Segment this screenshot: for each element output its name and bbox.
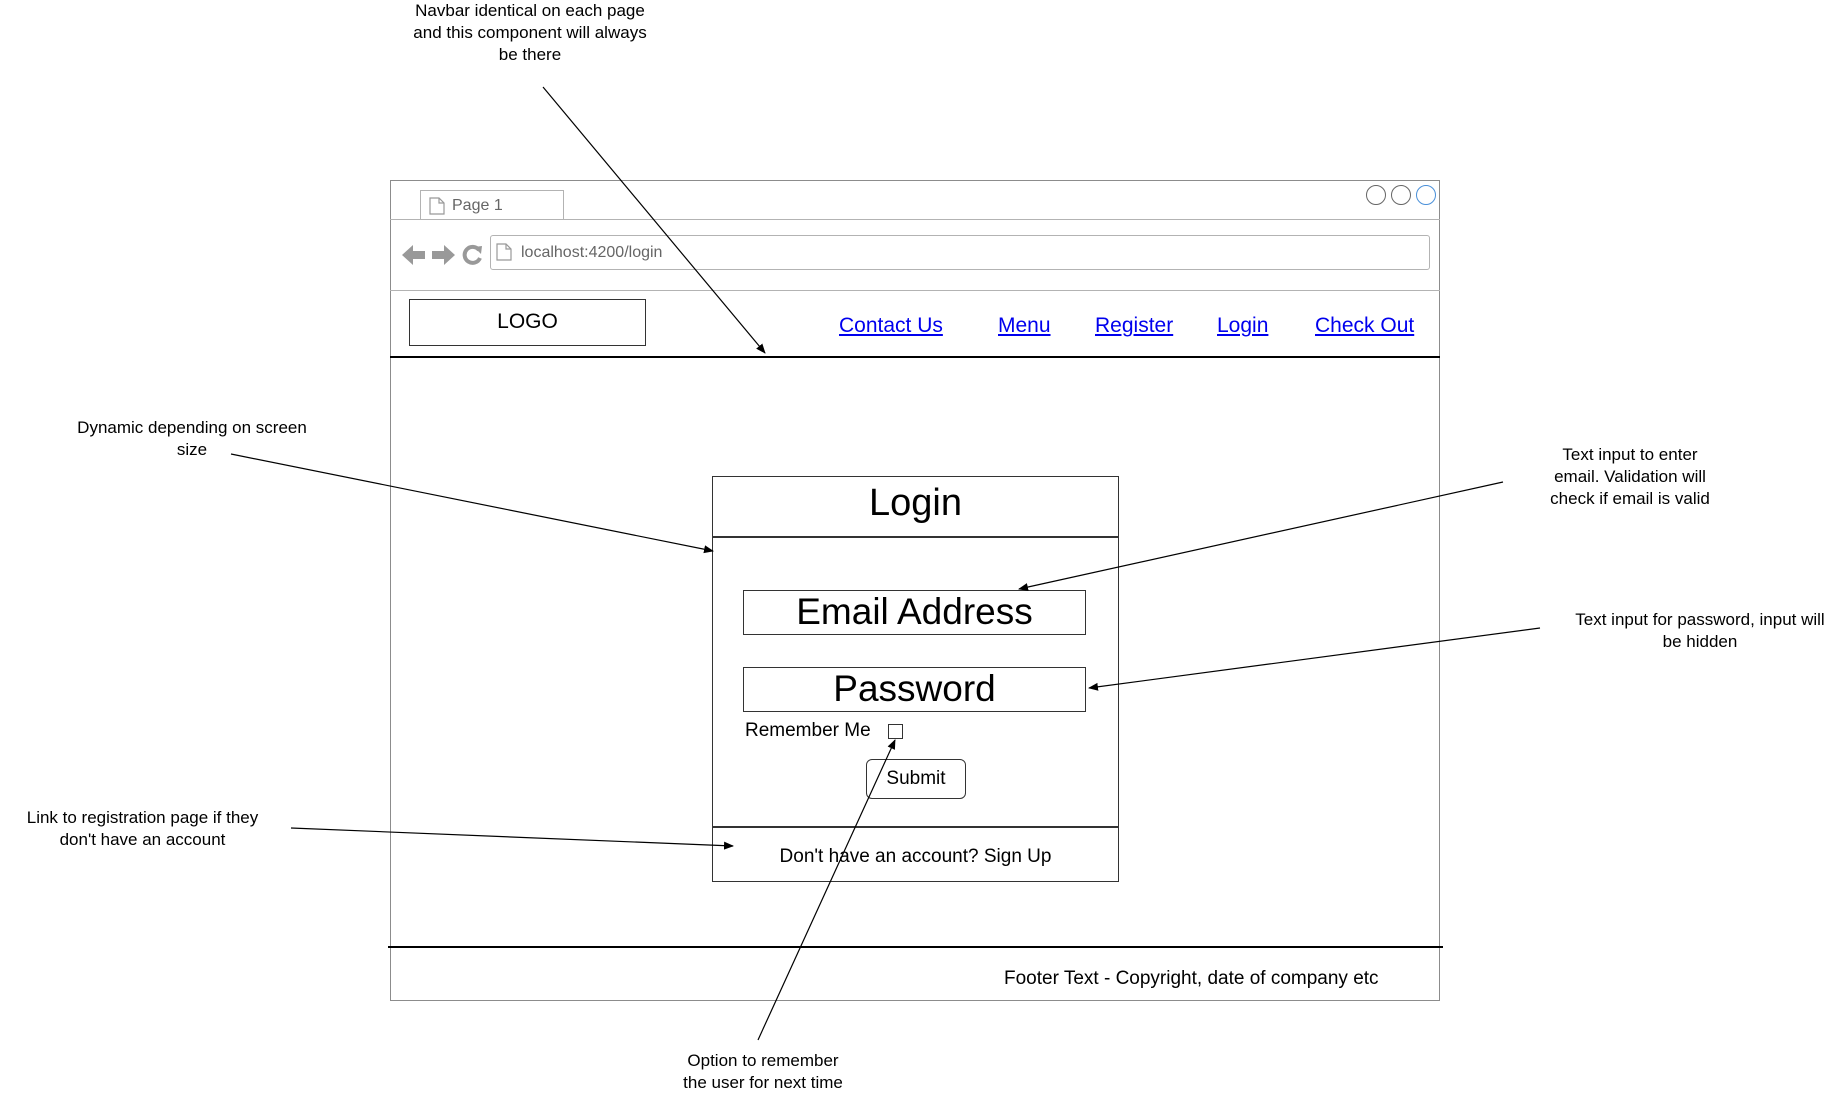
annotation-line: and this component will always — [413, 23, 647, 42]
email-field[interactable]: Email Address — [743, 590, 1086, 635]
annotation-navbar: Navbar identical on each page and this c… — [380, 0, 680, 66]
annotation-line: Navbar identical on each page — [415, 1, 645, 20]
submit-button[interactable]: Submit — [866, 759, 966, 799]
login-title: Login — [869, 482, 962, 524]
annotation-line: Text input to enter — [1562, 445, 1698, 464]
card-divider — [712, 826, 1119, 828]
annotation-line: Dynamic depending on screen — [77, 418, 307, 437]
password-field[interactable]: Password — [743, 667, 1086, 712]
back-arrow-icon[interactable] — [402, 244, 426, 271]
navbar-divider — [390, 356, 1440, 358]
annotation-register-link: Link to registration page if they don't … — [0, 807, 285, 851]
arrow-email — [1018, 481, 1504, 591]
annotation-password: Text input for password, input will be h… — [1545, 609, 1848, 653]
annotation-line: the user for next time — [683, 1073, 843, 1092]
nav-link-contact-us[interactable]: Contact Us — [839, 314, 943, 337]
browser-tab[interactable]: Page 1 — [420, 190, 564, 220]
arrow-password — [1088, 627, 1541, 691]
window-button-icon[interactable] — [1366, 185, 1386, 205]
annotation-line: Option to remember — [687, 1051, 839, 1070]
footer-text: Footer Text - Copyright, date of company… — [1004, 968, 1379, 989]
annotation-dynamic-size: Dynamic depending on screen size — [42, 417, 342, 461]
reload-icon[interactable] — [461, 244, 483, 271]
nav-link-register[interactable]: Register — [1095, 314, 1174, 337]
tab-divider — [390, 219, 1440, 220]
remember-me-label: Remember Me — [745, 720, 871, 741]
toolbar-divider — [390, 290, 1440, 291]
annotation-line: check if email is valid — [1550, 489, 1710, 508]
annotation-line: Link to registration page if they — [26, 808, 259, 827]
annotation-email: Text input to enter email. Validation wi… — [1480, 444, 1780, 510]
forward-arrow-icon[interactable] — [431, 244, 455, 271]
annotation-line: size — [176, 440, 208, 459]
annotation-line: be hidden — [1662, 632, 1738, 651]
arrow-navbar — [542, 86, 766, 354]
page-icon — [496, 243, 512, 266]
url-bar[interactable]: localhost:4200/login — [490, 235, 1430, 270]
tab-label: Page 1 — [452, 197, 503, 214]
logo[interactable]: LOGO — [409, 299, 646, 346]
sign-up-link[interactable]: Don't have an account? Sign Up — [779, 846, 1052, 867]
window-button-icon[interactable] — [1391, 185, 1411, 205]
annotation-line: Text input for password, input will — [1575, 610, 1825, 629]
annotation-line: don't have an account — [59, 830, 226, 849]
login-card — [712, 476, 1119, 882]
remember-me-checkbox[interactable] — [888, 724, 903, 739]
annotation-line: email. Validation will — [1554, 467, 1706, 486]
arrow-register — [290, 827, 734, 850]
annotation-line: be there — [498, 45, 562, 64]
browser-window — [390, 180, 1440, 1001]
url-text: localhost:4200/login — [521, 244, 663, 261]
arrow-remember — [757, 739, 896, 1041]
window-button-icon[interactable] — [1416, 185, 1436, 205]
page-icon — [429, 197, 445, 220]
nav-link-check-out[interactable]: Check Out — [1315, 314, 1415, 337]
nav-link-login[interactable]: Login — [1217, 314, 1269, 337]
nav-link-menu[interactable]: Menu — [998, 314, 1051, 337]
footer-divider — [388, 946, 1443, 948]
annotation-remember-me: Option to remember the user for next tim… — [613, 1050, 913, 1094]
card-divider — [712, 536, 1119, 538]
arrow-dynamic — [230, 453, 714, 554]
